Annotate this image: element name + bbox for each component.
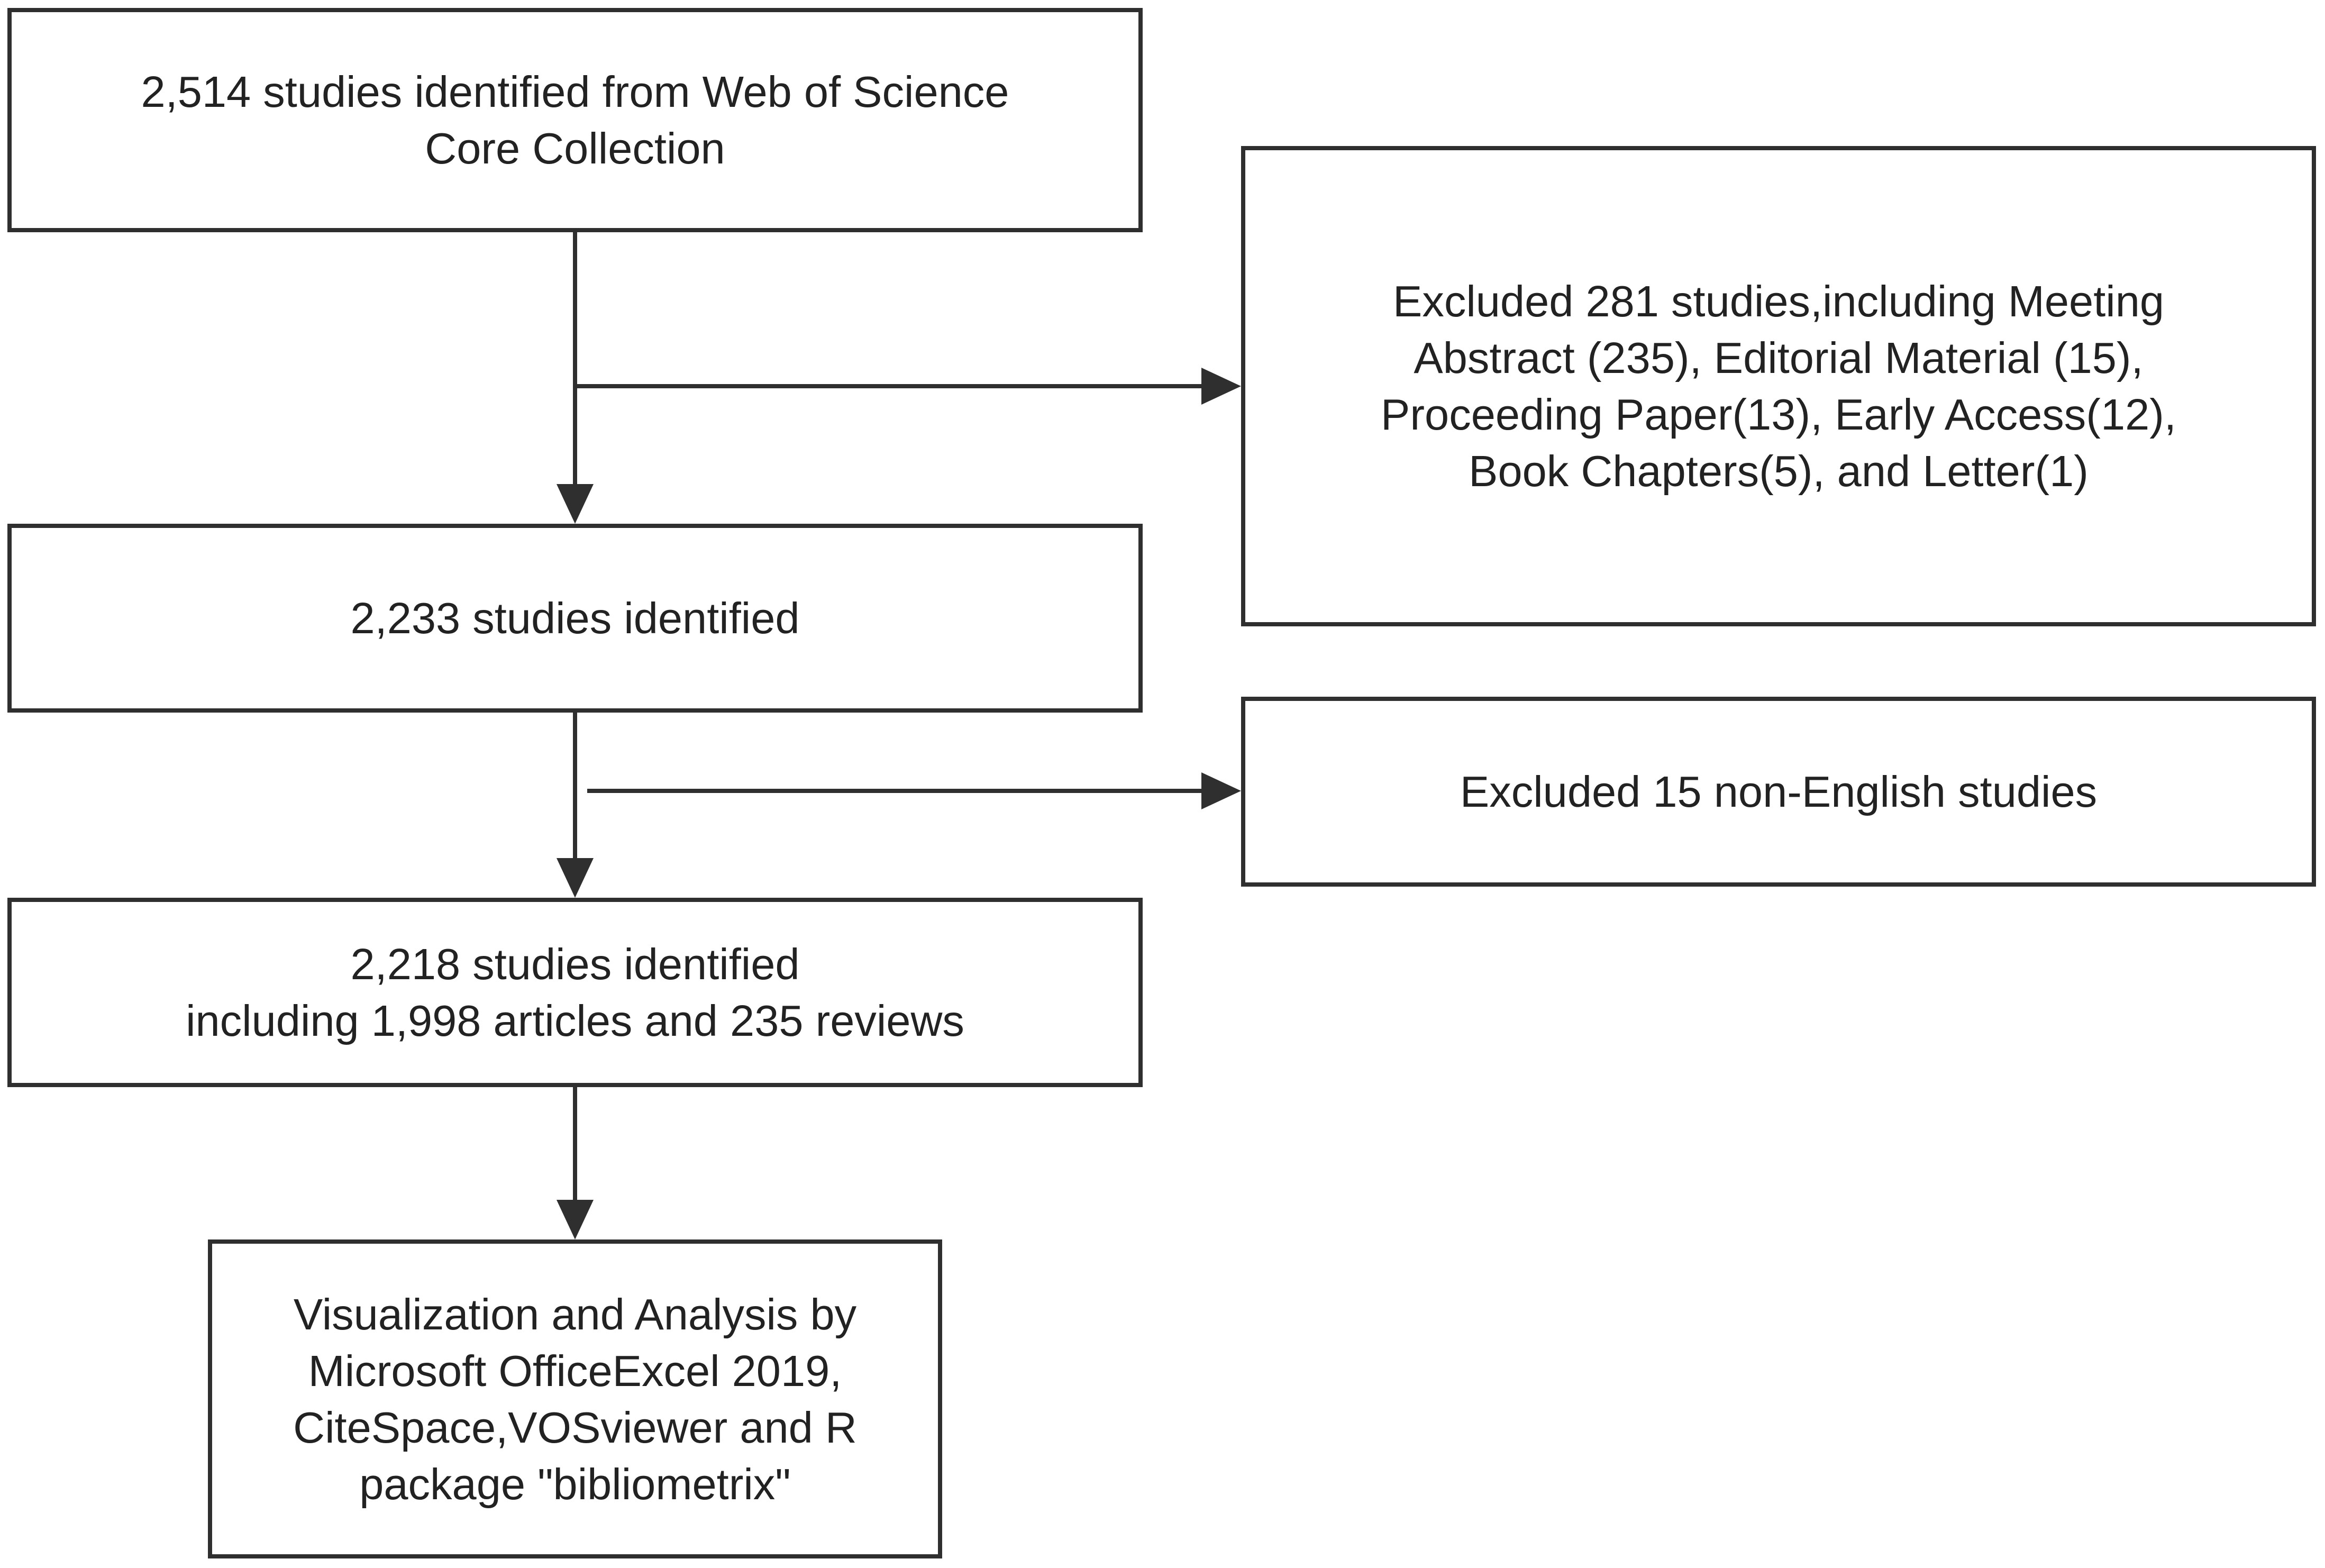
arrowhead-down-icon (557, 858, 594, 898)
arrowhead-right-icon (1201, 772, 1241, 809)
arrowhead-down-icon (557, 1200, 594, 1239)
box-text-line: Book Chapters(5), and Letter(1) (1469, 446, 2089, 496)
arrowhead-down-icon (557, 484, 594, 524)
box-text-line: Excluded 281 studies,including Meeting (1392, 277, 2165, 326)
excluded-document-types-box: Excluded 281 studies,including Meeting A… (1241, 146, 2316, 626)
box-text-line: including 1,998 articles and 235 reviews (186, 996, 964, 1045)
box-text-line: CiteSpace,VOSviewer and R (293, 1402, 857, 1452)
filtered-studies-box: 2,233 studies identified (7, 524, 1143, 713)
analysis-tools-box: Visualization and Analysis by Microsoft … (208, 1239, 942, 1558)
box-text-line: 2,233 studies identified (350, 594, 800, 643)
arrowhead-right-icon (1201, 368, 1241, 405)
box-text-line: Excluded 15 non-English studies (1460, 767, 2098, 816)
box-text-line: Proceeding Paper(13), Early Access(12), (1381, 390, 2176, 439)
box-text-line: Visualization and Analysis by (293, 1289, 857, 1339)
identified-studies-box: 2,514 studies identified from Web of Sci… (7, 8, 1143, 232)
box-text-line: Abstract (235), Editorial Material (15), (1414, 333, 2144, 382)
box-text-line: 2,218 studies identified (350, 940, 800, 989)
box-text-line: Core Collection (425, 124, 725, 173)
box-text-line: package "bibliometrix" (359, 1459, 791, 1509)
box-text-line: Microsoft OfficeExcel 2019, (308, 1346, 842, 1396)
final-studies-box: 2,218 studies identified including 1,998… (7, 898, 1143, 1087)
excluded-non-english-box: Excluded 15 non-English studies (1241, 697, 2316, 887)
box-text-line: 2,514 studies identified from Web of Sci… (141, 67, 1009, 116)
